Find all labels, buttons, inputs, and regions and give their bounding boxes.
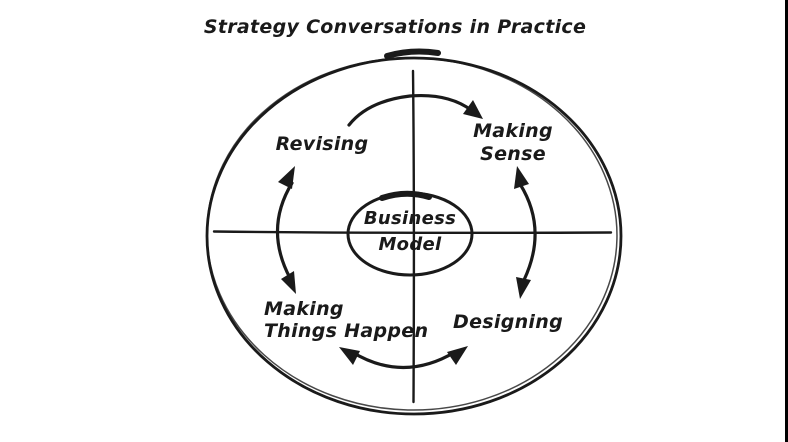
right-arrow-head-up [514,166,529,189]
label-making-sense-line1: Making [473,120,553,142]
label-making-things-happen: Making Things Happen [264,298,428,342]
top-arrow-head [463,100,483,119]
left-arrow-head-down [281,271,296,294]
label-making-sense-line2: Sense [480,143,546,165]
label-making-sense: Making Sense [473,120,553,166]
right-arrow-head-down [516,277,531,299]
bottom-arrow-head-right [447,346,468,365]
right-arrow [518,182,537,282]
outer-circle-overstroke [206,57,618,411]
bottom-arrow [350,350,457,369]
label-making-things-happen-line2: Things Happen [264,320,429,342]
label-business-model-line2: Model [378,234,442,255]
left-arrow-head-up [278,166,295,189]
bottom-arrow-head-left [339,347,360,365]
label-business-model: Business Model [364,206,456,258]
label-designing: Designing [453,311,563,333]
label-revising: Revising [275,133,369,155]
label-business-model-line1: Business [363,208,457,229]
top-arrow [347,93,473,127]
axis-horizontal-line [212,230,613,235]
axis-vertical-line [411,69,416,404]
outer-circle-pen-overlap [384,48,441,59]
diagram-title: Strategy Conversations in Practice [203,16,587,38]
center-ellipse-pen-overlap [379,190,432,201]
left-arrow [275,181,294,280]
label-making-things-happen-line1: Making [264,298,344,320]
slide-right-border [785,0,788,442]
